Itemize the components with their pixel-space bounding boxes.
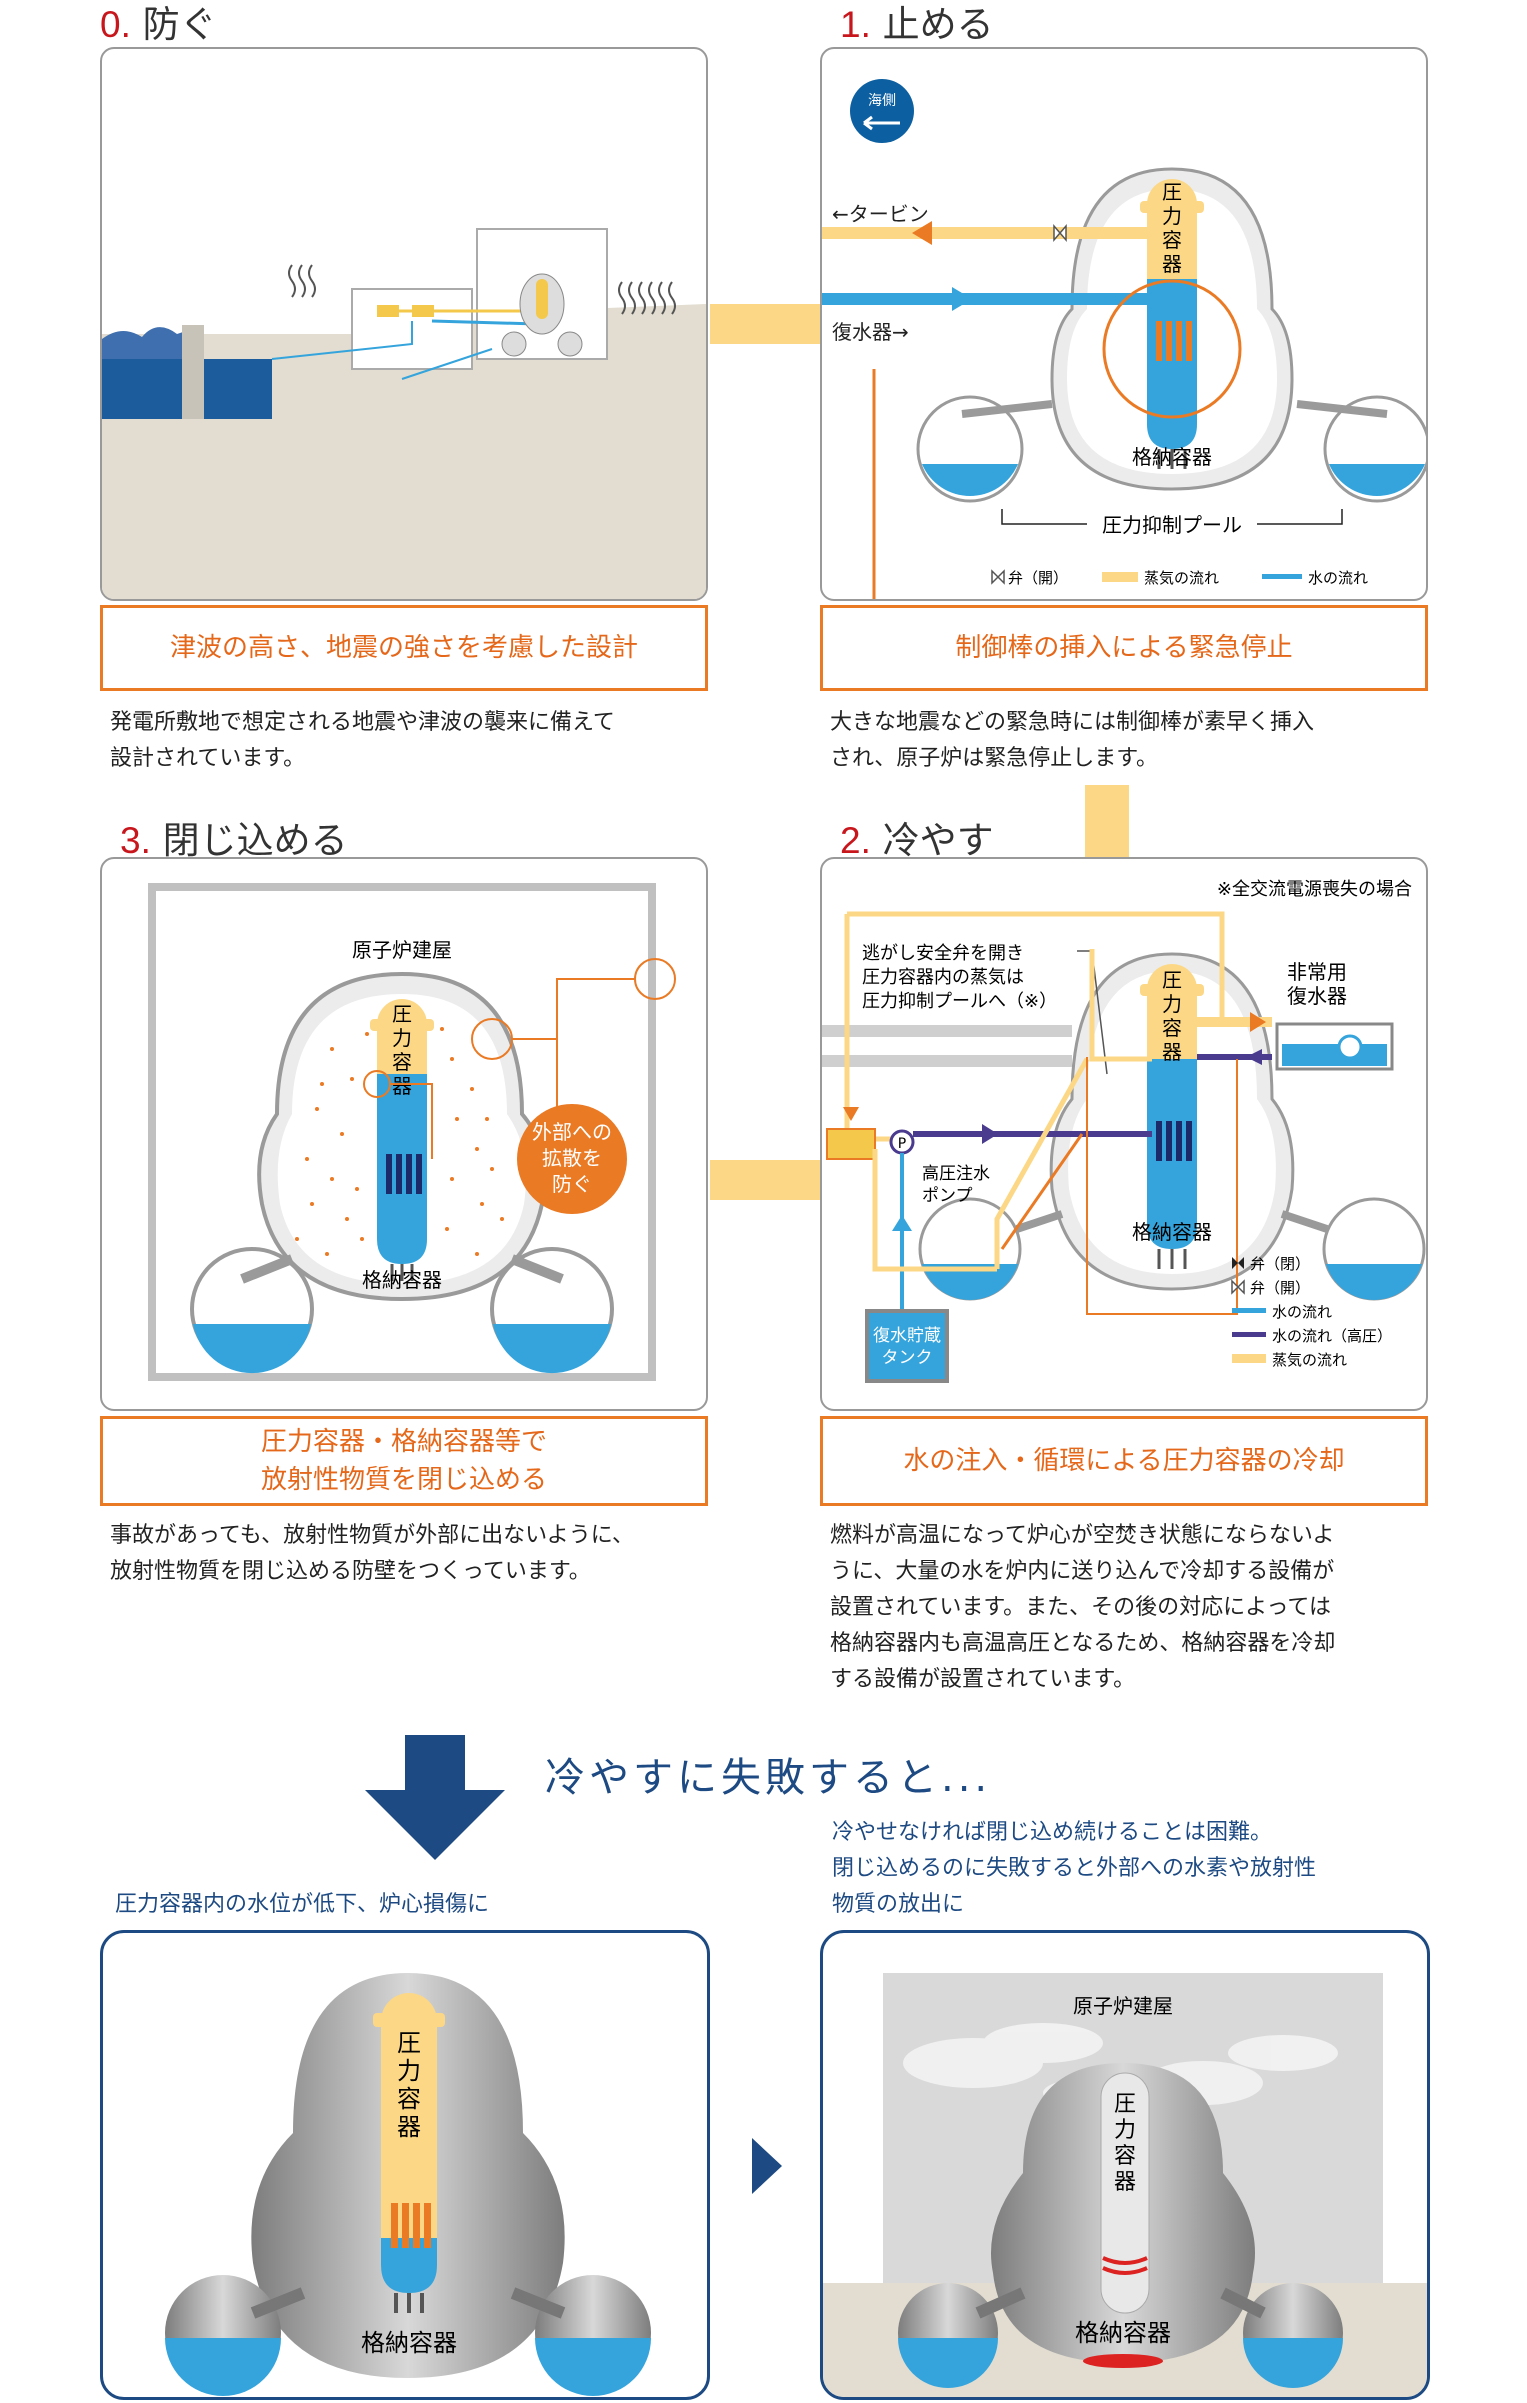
svg-text:圧: 圧 <box>1114 2092 1136 2117</box>
svg-text:力: 力 <box>1162 992 1182 1016</box>
heat-waves-icon <box>288 264 676 315</box>
section-2-title: 2. 冷やす <box>840 819 994 862</box>
stop-panel: 海側 ←タービン 復水器→ 圧 力 容 器 格納容器 圧力抑制プール 弁（開 <box>820 47 1428 601</box>
radioactive-particles <box>295 1027 504 1256</box>
svg-text:格納容器: 格納容器 <box>1132 1220 1212 1244</box>
release-panel: 原子炉建屋 圧 力 容 器 格納容器 <box>820 1930 1430 2400</box>
svg-text:高圧注水: 高圧注水 <box>922 1164 990 1184</box>
svg-text:器: 器 <box>1114 2170 1136 2195</box>
stop-description: 大きな地震などの緊急時には制御棒が素早く挿入 され、原子炉は緊急停止します。 <box>830 710 1315 771</box>
sea-side-badge: 海側 <box>850 79 914 143</box>
svg-text:力: 力 <box>1114 2118 1136 2143</box>
failure-heading: 冷やすに失敗すると... <box>545 1755 992 1801</box>
cool-legend: 弁（閉） 弁（開） 水の流れ 水の流れ（高圧） 蒸気の流れ <box>1231 1255 1392 1369</box>
svg-text:圧力抑制プールへ（※）: 圧力抑制プールへ（※） <box>862 991 1057 1012</box>
svg-text:容: 容 <box>392 1050 412 1074</box>
svg-text:タンク: タンク <box>882 1348 933 1368</box>
down-arrow-icon <box>365 1735 505 1860</box>
svg-text:器: 器 <box>392 1074 412 1098</box>
cool-panel: ※全交流電源喪失の場合 圧 力 容 器 格納容器 逃がし安全弁を開き 圧力容器内… <box>820 857 1428 1411</box>
svg-text:圧: 圧 <box>1162 180 1182 204</box>
svg-text:器: 器 <box>1162 1040 1182 1064</box>
svg-text:器: 器 <box>1162 252 1182 276</box>
svg-text:格納容器: 格納容器 <box>1075 2319 1171 2347</box>
core-damage-diagram: 圧 力 容 器 格納容器 <box>165 1973 651 2396</box>
connector-1-2 <box>1085 785 1129 865</box>
right-failure-caption: 冷やせなければ閉じ込め続けることは困難。 閉じ込めるのに失敗すると外部への水素や… <box>832 1820 1317 1917</box>
site-illustration <box>102 228 706 599</box>
cool-diagram: ※全交流電源喪失の場合 圧 力 容 器 格納容器 逃がし安全弁を開き 圧力容器内… <box>822 879 1426 1383</box>
svg-text:拡散を: 拡散を <box>542 1146 602 1170</box>
cool-description: 燃料が高温になって炉心が空焚き状態にならないよ うに、大量の水を炉内に送り込んで… <box>830 1523 1336 1692</box>
svg-text:圧力抑制プール: 圧力抑制プール <box>1102 513 1242 537</box>
next-arrow-icon <box>752 2138 782 2194</box>
svg-text:非常用: 非常用 <box>1287 960 1347 984</box>
contain-caption: 圧力容器・格納容器等で 放射性物質を閉じ込める <box>100 1416 708 1506</box>
core-damage-panel: 圧 力 容 器 格納容器 <box>100 1930 710 2400</box>
svg-text:水の流れ（高圧）: 水の流れ（高圧） <box>1272 1327 1392 1345</box>
contain-description: 事故があっても、放射性物質が外部に出ないように、 放射性物質を閉じ込める防壁をつ… <box>110 1523 635 1584</box>
valve-open-icon <box>1231 1279 1245 1295</box>
connector-2-3 <box>710 1160 824 1200</box>
svg-text:力: 力 <box>392 1026 412 1050</box>
svg-text:弁（開）: 弁（開） <box>1008 569 1068 587</box>
svg-text:弁（閉）: 弁（閉） <box>1250 1255 1310 1273</box>
svg-text:容: 容 <box>1162 1016 1182 1040</box>
svg-text:容: 容 <box>1114 2144 1136 2169</box>
svg-text:P: P <box>898 1136 906 1152</box>
svg-text:水の流れ: 水の流れ <box>1308 569 1368 587</box>
svg-text:復水貯蔵: 復水貯蔵 <box>873 1326 941 1346</box>
svg-text:圧: 圧 <box>392 1002 412 1026</box>
contain-diagram: 原子炉建屋 圧 力 容 器 外部への 拡散を 防ぐ <box>148 883 676 1381</box>
svg-text:圧: 圧 <box>1162 968 1182 992</box>
svg-text:力: 力 <box>397 2057 421 2085</box>
valve-open-icon <box>1053 223 1067 243</box>
release-diagram: 原子炉建屋 圧 力 容 器 格納容器 <box>823 1973 1427 2397</box>
svg-text:格納容器: 格納容器 <box>1132 445 1212 469</box>
svg-text:格納容器: 格納容器 <box>361 2329 457 2357</box>
svg-text:復水器: 復水器 <box>1287 984 1347 1008</box>
svg-text:容: 容 <box>397 2085 421 2113</box>
prevent-panel <box>100 47 708 601</box>
svg-text:海側: 海側 <box>868 93 896 109</box>
section-3-title: 3. 閉じ込める <box>120 819 348 862</box>
svg-text:防ぐ: 防ぐ <box>552 1172 592 1196</box>
svg-text:容: 容 <box>1162 228 1182 252</box>
left-failure-caption: 圧力容器内の水位が低下、炉心損傷に <box>115 1892 490 1917</box>
valve-closed-icon <box>1232 1257 1244 1269</box>
svg-text:器: 器 <box>397 2113 421 2141</box>
cool-caption: 水の注入・循環による圧力容器の冷却 <box>820 1416 1428 1506</box>
contain-panel: 原子炉建屋 圧 力 容 器 外部への 拡散を 防ぐ <box>100 857 708 1411</box>
svg-text:圧力容器内の蒸気は: 圧力容器内の蒸気は <box>862 967 1024 988</box>
svg-text:格納容器: 格納容器 <box>362 1268 442 1292</box>
svg-text:圧: 圧 <box>397 2029 421 2057</box>
svg-text:水の流れ: 水の流れ <box>1272 1303 1332 1321</box>
prevent-description: 発電所敷地で想定される地震や津波の襲来に備えて 設計されています。 <box>110 710 615 771</box>
svg-text:弁（開）: 弁（開） <box>1250 1279 1310 1297</box>
svg-text:蒸気の流れ: 蒸気の流れ <box>1144 569 1219 587</box>
svg-text:原子炉建屋: 原子炉建屋 <box>1073 1994 1173 2018</box>
svg-text:ポンプ: ポンプ <box>922 1186 973 1206</box>
section-0-title: 0. 防ぐ <box>100 3 217 46</box>
svg-text:復水器→: 復水器→ <box>832 320 909 344</box>
svg-text:←タービン: ←タービン <box>832 202 929 226</box>
stop-legend: 弁（開） 蒸気の流れ 水の流れ <box>991 569 1368 587</box>
section-1-title: 1. 止める <box>840 3 994 46</box>
svg-text:蒸気の流れ: 蒸気の流れ <box>1272 1351 1347 1369</box>
svg-text:※全交流電源喪失の場合: ※全交流電源喪失の場合 <box>1217 879 1412 900</box>
stop-caption: 制御棒の挿入による緊急停止 <box>820 605 1428 691</box>
svg-text:外部への: 外部への <box>532 1120 612 1144</box>
svg-text:逃がし安全弁を開き: 逃がし安全弁を開き <box>862 943 1024 964</box>
valve-open-icon <box>991 569 1005 585</box>
prevent-caption: 津波の高さ、地震の強さを考慮した設計 <box>100 605 708 691</box>
svg-text:原子炉建屋: 原子炉建屋 <box>352 938 452 962</box>
svg-text:力: 力 <box>1162 204 1182 228</box>
stop-diagram: 海側 ←タービン 復水器→ 圧 力 容 器 格納容器 圧力抑制プール 弁（開 <box>822 79 1426 599</box>
connector-0-1 <box>710 304 824 344</box>
